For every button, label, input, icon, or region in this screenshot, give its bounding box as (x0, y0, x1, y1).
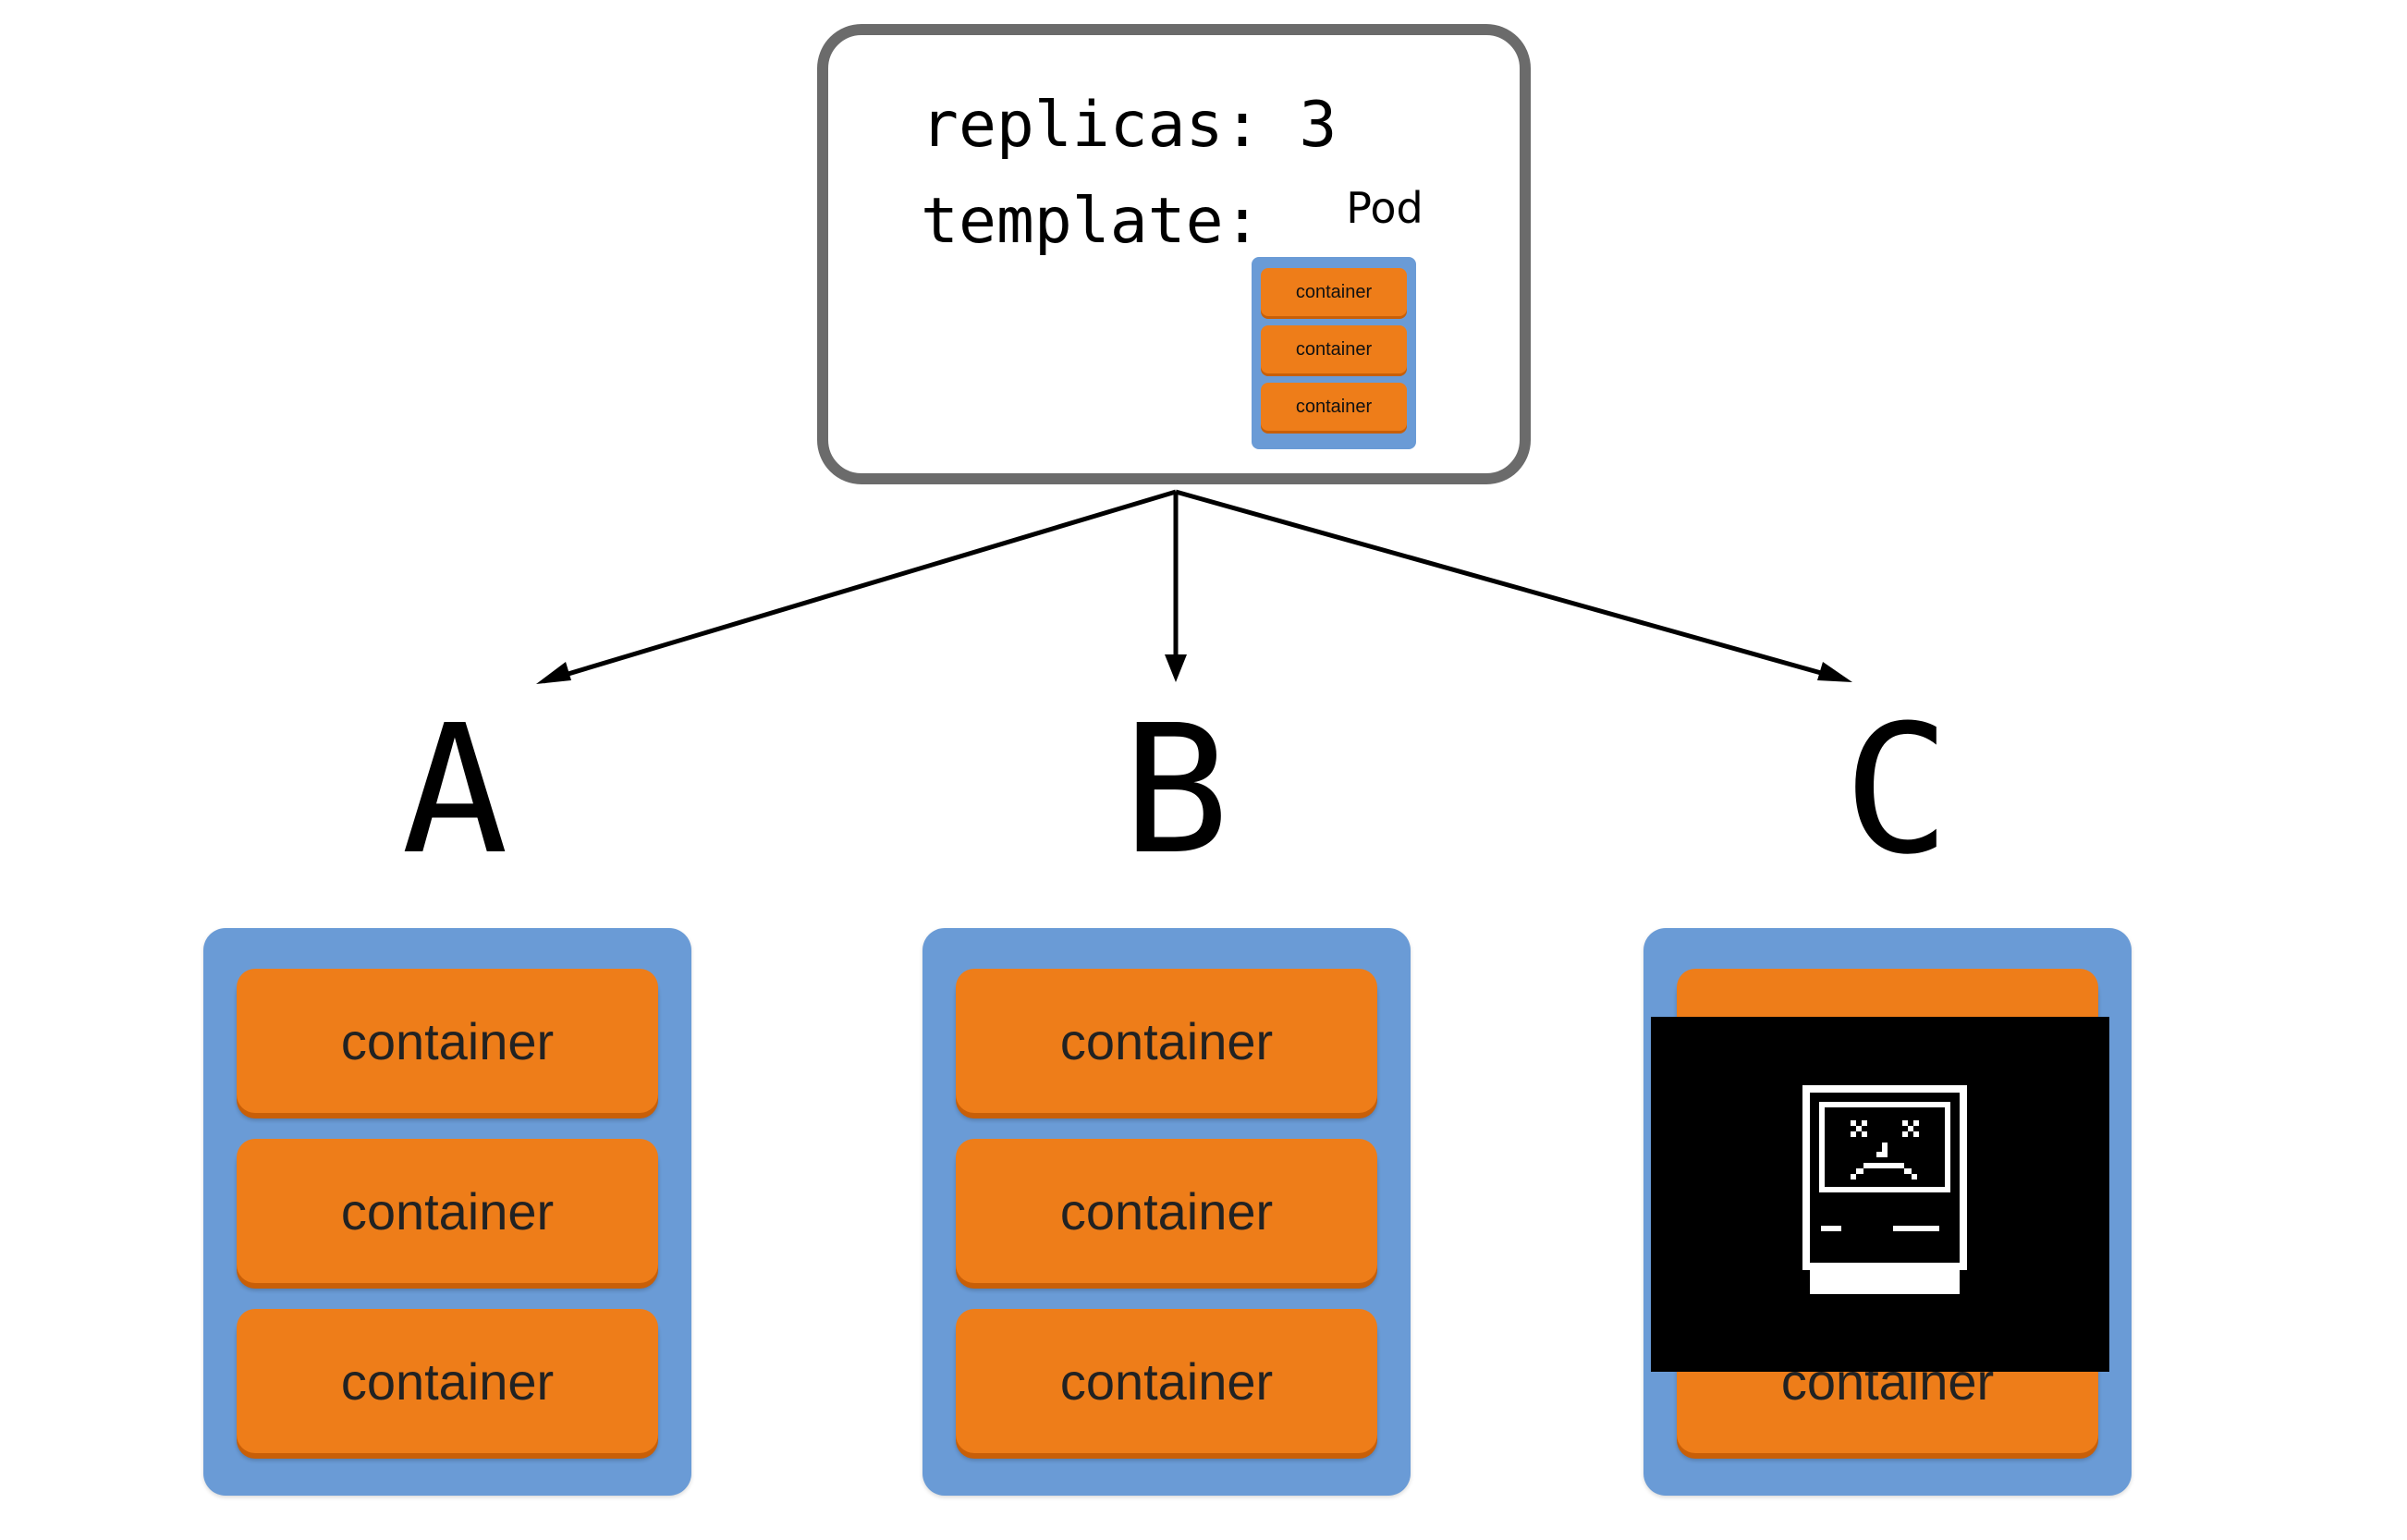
template-container: container (1261, 325, 1407, 373)
template-container: container (1261, 268, 1407, 316)
container: container (237, 1309, 658, 1453)
replica-label-b: B (1122, 688, 1229, 894)
container: container (956, 1139, 1377, 1283)
pod-label: Pod (1346, 183, 1423, 233)
container: container (956, 969, 1377, 1113)
replica-label-c: C (1843, 688, 1950, 894)
arrowhead-a (536, 662, 571, 684)
container: container (237, 969, 658, 1113)
sad-mac-icon (1802, 1085, 1967, 1294)
arrowhead-c (1817, 662, 1852, 682)
replicas-line: replicas: 3 (921, 89, 1338, 162)
container: container (237, 1139, 658, 1283)
replicaset-spec-box: replicas: 3 template: Pod container cont… (817, 24, 1531, 484)
template-container: container (1261, 383, 1407, 431)
arrow-to-a (543, 489, 1177, 684)
template-pod: container container container (1252, 257, 1416, 449)
arrowhead-b (1165, 654, 1187, 682)
arrow-to-c (1175, 489, 1845, 682)
crash-overlay (1651, 1017, 2109, 1372)
template-line: template: (921, 185, 1262, 258)
replica-label-a: A (401, 688, 508, 894)
pod-a: container container container (203, 928, 691, 1496)
container: container (956, 1309, 1377, 1453)
pod-b: container container container (922, 928, 1411, 1496)
